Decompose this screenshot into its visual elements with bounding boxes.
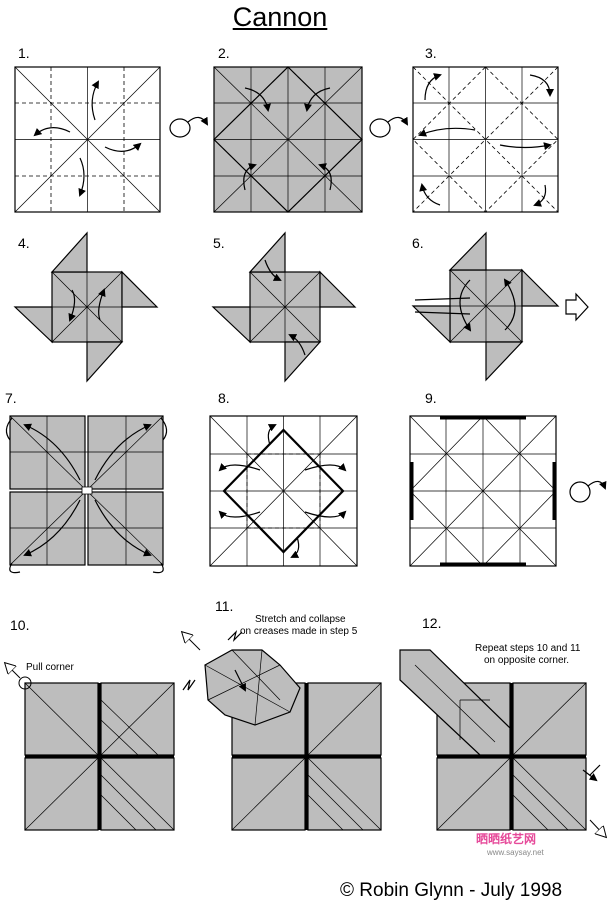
step-4-diagram [13,231,159,383]
stretch-note-line2: on creases made in step 5 [240,626,358,637]
step-1-label: 1. [18,45,30,61]
watermark-url: www.saysay.net [487,848,544,857]
turn-over-icon-2 [369,116,409,138]
turn-over-icon-1 [169,116,209,138]
step-10-diagram [6,664,175,831]
step-6-diagram [411,231,560,382]
step-6-label: 6. [412,235,424,251]
copyright-text: © Robin Glynn - July 1998 [340,880,563,901]
step-7-diagram [5,415,168,574]
push-arrow-icon [565,292,589,322]
step-8-label: 8. [218,390,230,406]
step-3-label: 3. [425,45,437,61]
step-9-label: 9. [425,390,437,406]
step-12-label: 12. [422,615,442,631]
repeat-note-line1: Repeat steps 10 and 11 [475,643,581,654]
diagram-title: Cannon [232,2,328,32]
step-5-label: 5. [213,235,225,251]
pull-corner-note: Pull corner [26,662,74,673]
step-3-diagram [412,66,559,213]
step-2-diagram [213,66,363,213]
step-11-diagram [183,630,382,831]
step-12-diagram [399,649,605,836]
stretch-note-line1: Stretch and collapse [255,614,346,625]
step-10-label: 10. [10,617,30,633]
step-11-label: 11. [215,598,234,614]
step-4-label: 4. [18,235,30,251]
step-5-diagram [211,231,357,383]
step-1-diagram [14,66,161,213]
watermark-logo: 晒晒纸艺网 [476,832,537,846]
step-9-diagram [409,415,557,567]
turn-over-icon-3 [569,480,607,503]
step-7-label: 7. [5,390,17,406]
step-2-label: 2. [218,45,230,61]
repeat-note-line2: on opposite corner. [484,655,570,666]
step-8-diagram [209,415,358,567]
